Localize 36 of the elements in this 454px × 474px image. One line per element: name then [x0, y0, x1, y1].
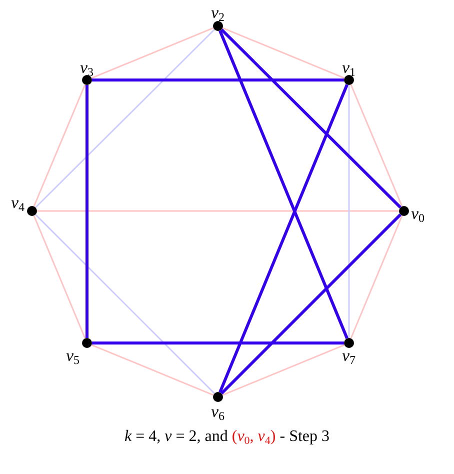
vertex-dot: [82, 338, 92, 348]
edge-line: [222, 344, 345, 396]
vertex-label: v$_{2}$: [211, 4, 225, 20]
edge-line: [86, 85, 88, 338]
edge-line: [220, 28, 402, 209]
vertex-label: v$_{3}$: [80, 58, 94, 76]
edge-line: [350, 215, 403, 339]
vertex-dot: [399, 206, 409, 216]
edge-line: [218, 30, 348, 339]
vertex-dot: [344, 338, 354, 348]
edge-line: [37, 210, 399, 212]
edge-line: [33, 84, 86, 207]
edge-line: [91, 344, 214, 396]
edge-line: [33, 215, 86, 339]
edge-line: [35, 214, 215, 394]
vertex-label: v$_{0}$: [411, 204, 425, 222]
vertex-label: v$_{6}$: [211, 402, 225, 420]
vertex-label: v$_{7}$: [342, 346, 356, 364]
caption: k = 4, ν = 2, and (v$_{0}$, v$_{4}$) - Step 3: [123, 427, 331, 447]
vertex-label: v$_{1}$: [342, 58, 356, 76]
vertex-dot: [213, 392, 223, 402]
edge-line: [35, 29, 215, 208]
edge-line: [218, 84, 348, 393]
vertex-dot: [213, 21, 223, 31]
vertex-label: v$_{4}$: [11, 194, 25, 210]
vertex-dot: [82, 75, 92, 85]
edge-line: [92, 78, 344, 82]
edge-line: [92, 342, 344, 344]
edge-line: [91, 27, 214, 79]
edge-line: [350, 84, 403, 207]
edge-line: [220, 213, 402, 395]
edge-line: [348, 85, 350, 338]
vertex-dot: [27, 206, 37, 216]
edge-line: [222, 27, 345, 79]
vertex-dot: [344, 75, 354, 85]
vertex-label: v$_{5}$: [66, 346, 80, 364]
